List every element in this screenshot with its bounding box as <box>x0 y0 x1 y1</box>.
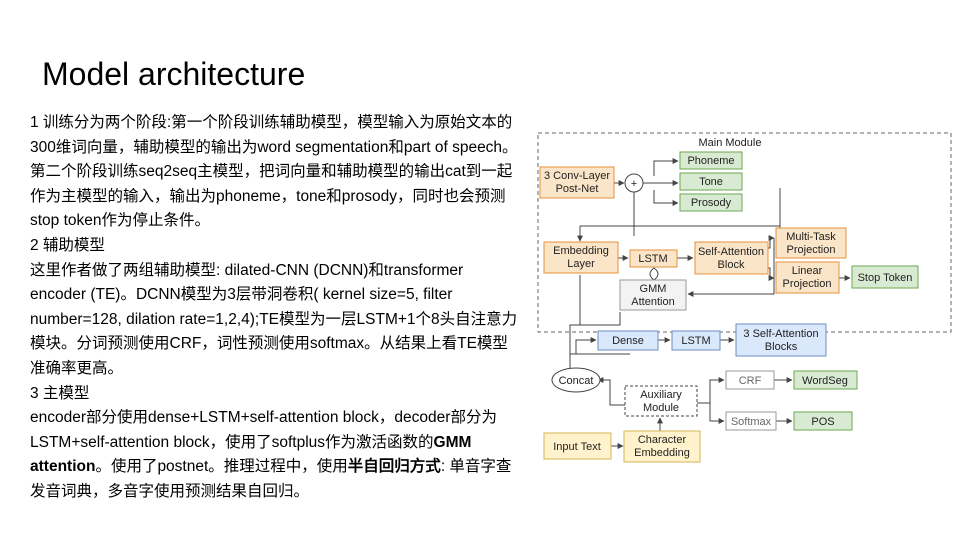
gmm-attention-node <box>619 279 687 311</box>
gmm-attention-label: GMM <box>640 283 667 295</box>
input-text-label: Input Text <box>553 441 601 453</box>
lstm-encoder-label: LSTM <box>681 335 710 347</box>
prosody-node <box>679 193 743 212</box>
conv-postnet-label-2: Post-Net <box>556 183 599 195</box>
softmax-node <box>725 411 777 431</box>
auxiliary-module-node <box>624 385 698 417</box>
conv-postnet-label: 3 Conv-Layer <box>544 170 610 182</box>
main-module-frame <box>537 132 952 333</box>
character-embedding-node <box>623 430 701 463</box>
main-module-label: Main Module <box>699 137 762 149</box>
pos-label: POS <box>811 416 834 428</box>
bold-run: 半自回归方式 <box>347 458 441 476</box>
paragraph-stage-overview: 1 训练分为两个阶段:第一个阶段训练辅助模型，模型输入为原始文本的300维词向量… <box>30 114 518 230</box>
lstm-decoder-node <box>629 249 678 268</box>
crf-label: CRF <box>739 375 762 387</box>
linear-projection-label-2: Projection <box>783 278 832 290</box>
self-attention-blocks-label-2: Blocks <box>765 341 798 353</box>
heading-auxiliary-model: 2 辅助模型 <box>30 236 105 254</box>
auxiliary-module-label: Auxiliary <box>640 389 682 401</box>
tone-node <box>679 172 743 191</box>
stop-token-node <box>851 265 919 289</box>
paragraph-main-model: encoder部分使用dense+LSTM+self-attention blo… <box>30 409 512 500</box>
softmax-label: Softmax <box>731 416 772 428</box>
wordseg-label: WordSeg <box>802 375 848 387</box>
body-text: 1 训练分为两个阶段:第一个阶段训练辅助模型，模型输入为原始文本的300维词向量… <box>30 111 522 505</box>
dense-node <box>597 330 659 351</box>
gmm-attention-label-2: Attention <box>631 296 674 308</box>
embedding-layer-label: Embedding <box>553 245 609 257</box>
lstm-encoder-node <box>671 330 721 351</box>
heading-main-model: 3 主模型 <box>30 384 90 402</box>
conv-postnet-node <box>539 166 615 199</box>
embedding-layer-label-2: Layer <box>567 258 595 270</box>
architecture-diagram: Main Module <box>530 128 955 468</box>
multi-task-label: Multi-Task <box>786 231 836 243</box>
dense-label: Dense <box>612 335 644 347</box>
auxiliary-module-label-2: Module <box>643 402 679 414</box>
crf-node <box>725 370 775 390</box>
tone-label: Tone <box>699 176 723 188</box>
bold-run: GMM attention <box>30 433 472 476</box>
prosody-label: Prosody <box>691 197 732 209</box>
stop-token-label: Stop Token <box>858 272 913 284</box>
linear-projection-label: Linear <box>792 265 823 277</box>
linear-projection-node <box>775 261 840 294</box>
concat-node <box>551 367 601 393</box>
self-attention-blocks-node <box>735 323 827 357</box>
phoneme-label: Phoneme <box>687 155 734 167</box>
attention-loop <box>649 267 659 281</box>
character-embedding-label: Character <box>638 434 687 446</box>
self-attention-block-node <box>694 241 769 275</box>
lstm-decoder-label: LSTM <box>638 253 667 265</box>
self-attention-block-label-2: Block <box>718 259 745 271</box>
self-attention-blocks-label: 3 Self-Attention <box>743 328 818 340</box>
embedding-layer-node <box>543 241 619 274</box>
self-attention-block-label: Self-Attention <box>698 246 764 258</box>
pos-node <box>793 411 853 431</box>
phoneme-node <box>679 151 743 170</box>
slide-title: Model architecture <box>42 56 306 92</box>
paragraph-auxiliary-model: 这里作者做了两组辅助模型: dilated-CNN (DCNN)和transfo… <box>30 261 518 377</box>
wordseg-node <box>793 370 858 390</box>
add-operator-label: + <box>631 178 637 190</box>
multi-task-label-2: Projection <box>787 244 836 256</box>
add-operator <box>624 173 644 193</box>
concat-label: Concat <box>559 375 594 387</box>
multi-task-node <box>775 227 847 259</box>
character-embedding-label-2: Embedding <box>634 447 690 459</box>
input-text-node <box>543 432 612 460</box>
